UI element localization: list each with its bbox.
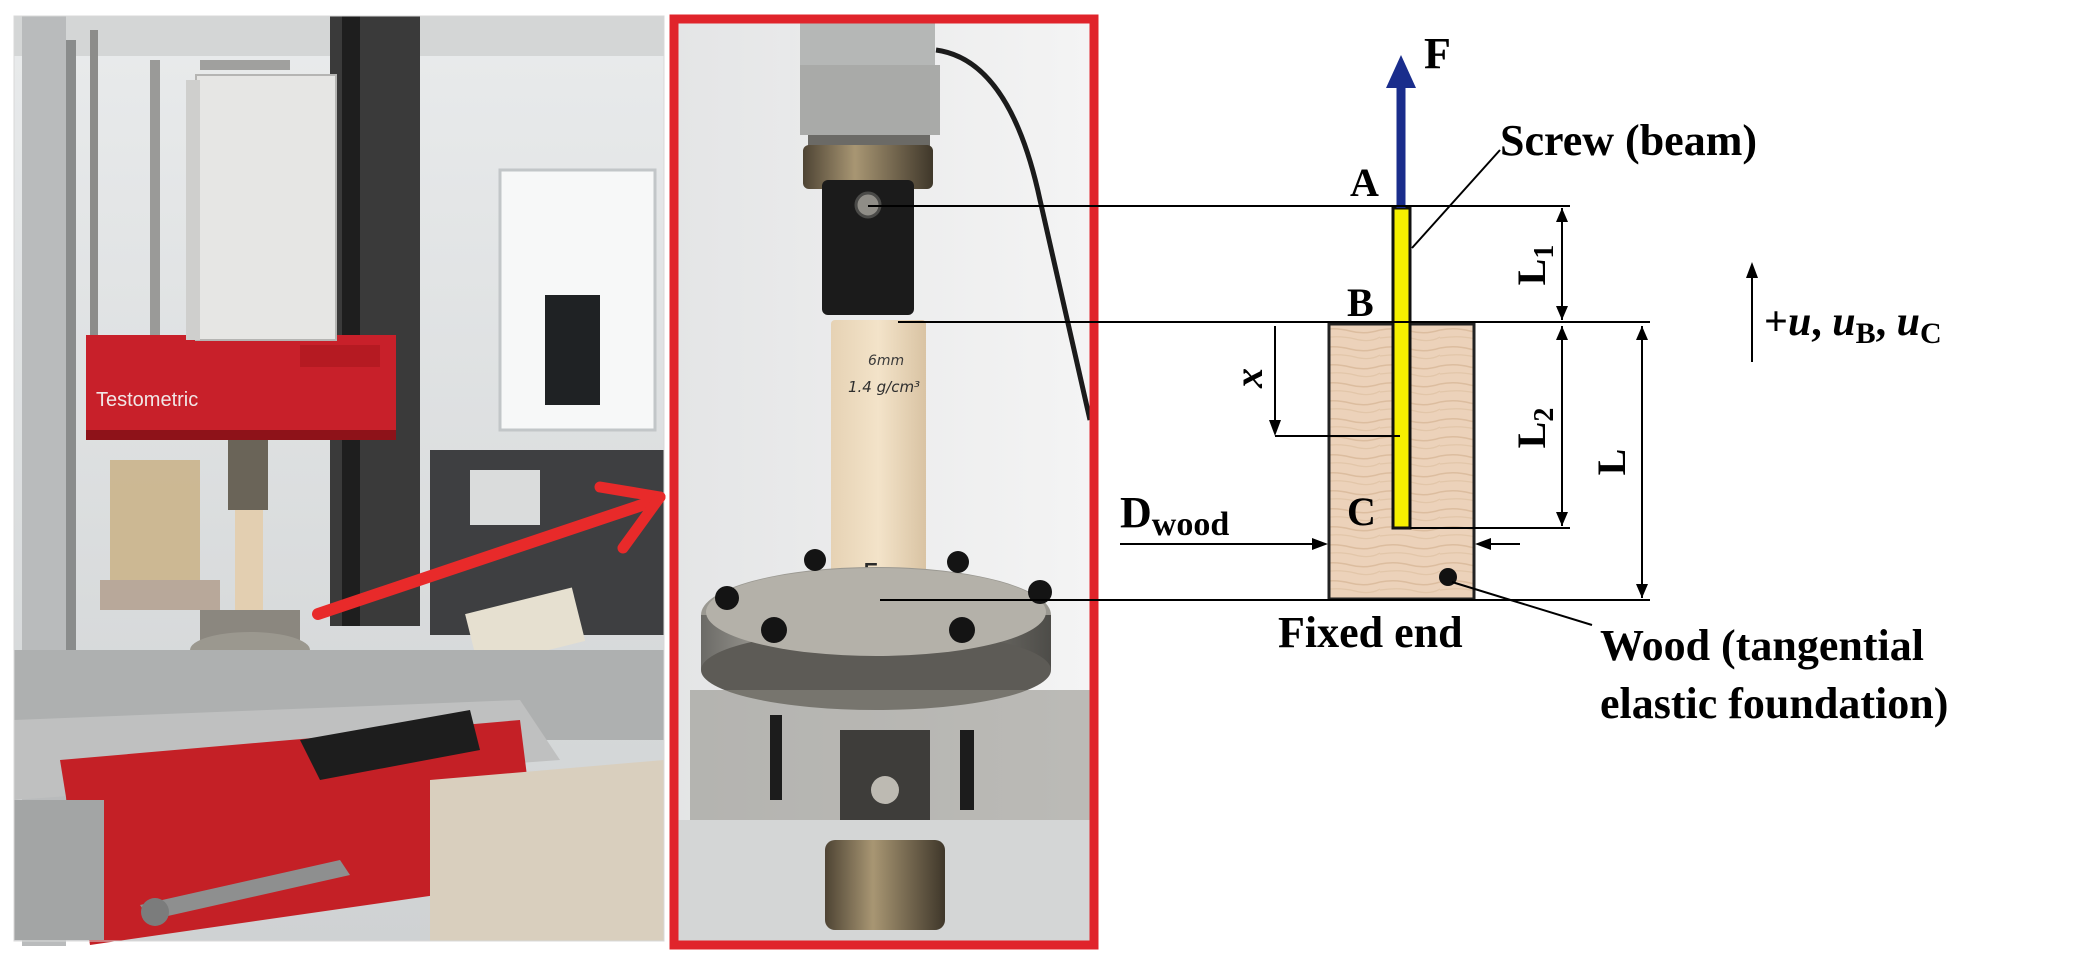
x-label: x xyxy=(1226,368,1271,389)
dwood-label: Dwood xyxy=(1120,488,1229,543)
machine-brand-text: Testometric xyxy=(96,389,198,411)
wood-label-line1: Wood (tangential xyxy=(1600,621,1924,670)
left-photo: Testometric xyxy=(13,15,665,946)
screw-beam xyxy=(1391,206,1412,530)
l2-label: L2 xyxy=(1509,408,1560,449)
schematic-diagram: F A B C Screw (beam) L1 L2 L xyxy=(868,29,1948,728)
specimen-handwriting-2: 1.4 g/cm³ xyxy=(848,378,920,396)
svg-text:L2: L2 xyxy=(1509,408,1560,449)
svg-text:x: x xyxy=(1226,368,1271,389)
force-arrowhead xyxy=(1386,55,1416,88)
screw-label: Screw (beam) xyxy=(1500,116,1757,165)
middle-photo: 6mm 1.4 g/cm³ 5. xyxy=(674,20,1094,945)
fixed-end-label: Fixed end xyxy=(1278,608,1463,657)
callout-arrow xyxy=(312,481,666,620)
point-c-label: C xyxy=(1347,489,1376,534)
screw-pointer xyxy=(1411,149,1501,249)
specimen-handwriting-1: 6mm xyxy=(868,353,904,369)
point-a-label: A xyxy=(1350,160,1379,205)
svg-text:L: L xyxy=(1589,449,1634,476)
l1-label: L1 xyxy=(1509,245,1560,286)
svg-text:L1: L1 xyxy=(1509,245,1560,286)
l-label: L xyxy=(1589,449,1634,476)
wood-specimen xyxy=(831,320,926,618)
force-label: F xyxy=(1424,29,1451,78)
wood-label-line2: elastic foundation) xyxy=(1600,679,1948,728)
wood-pointer xyxy=(1451,581,1593,626)
photo-frame xyxy=(669,14,1099,950)
sign-convention-label: +u, uB, uC xyxy=(1764,299,1942,350)
point-b-label: B xyxy=(1347,280,1374,325)
plate-bolts xyxy=(715,549,1052,643)
